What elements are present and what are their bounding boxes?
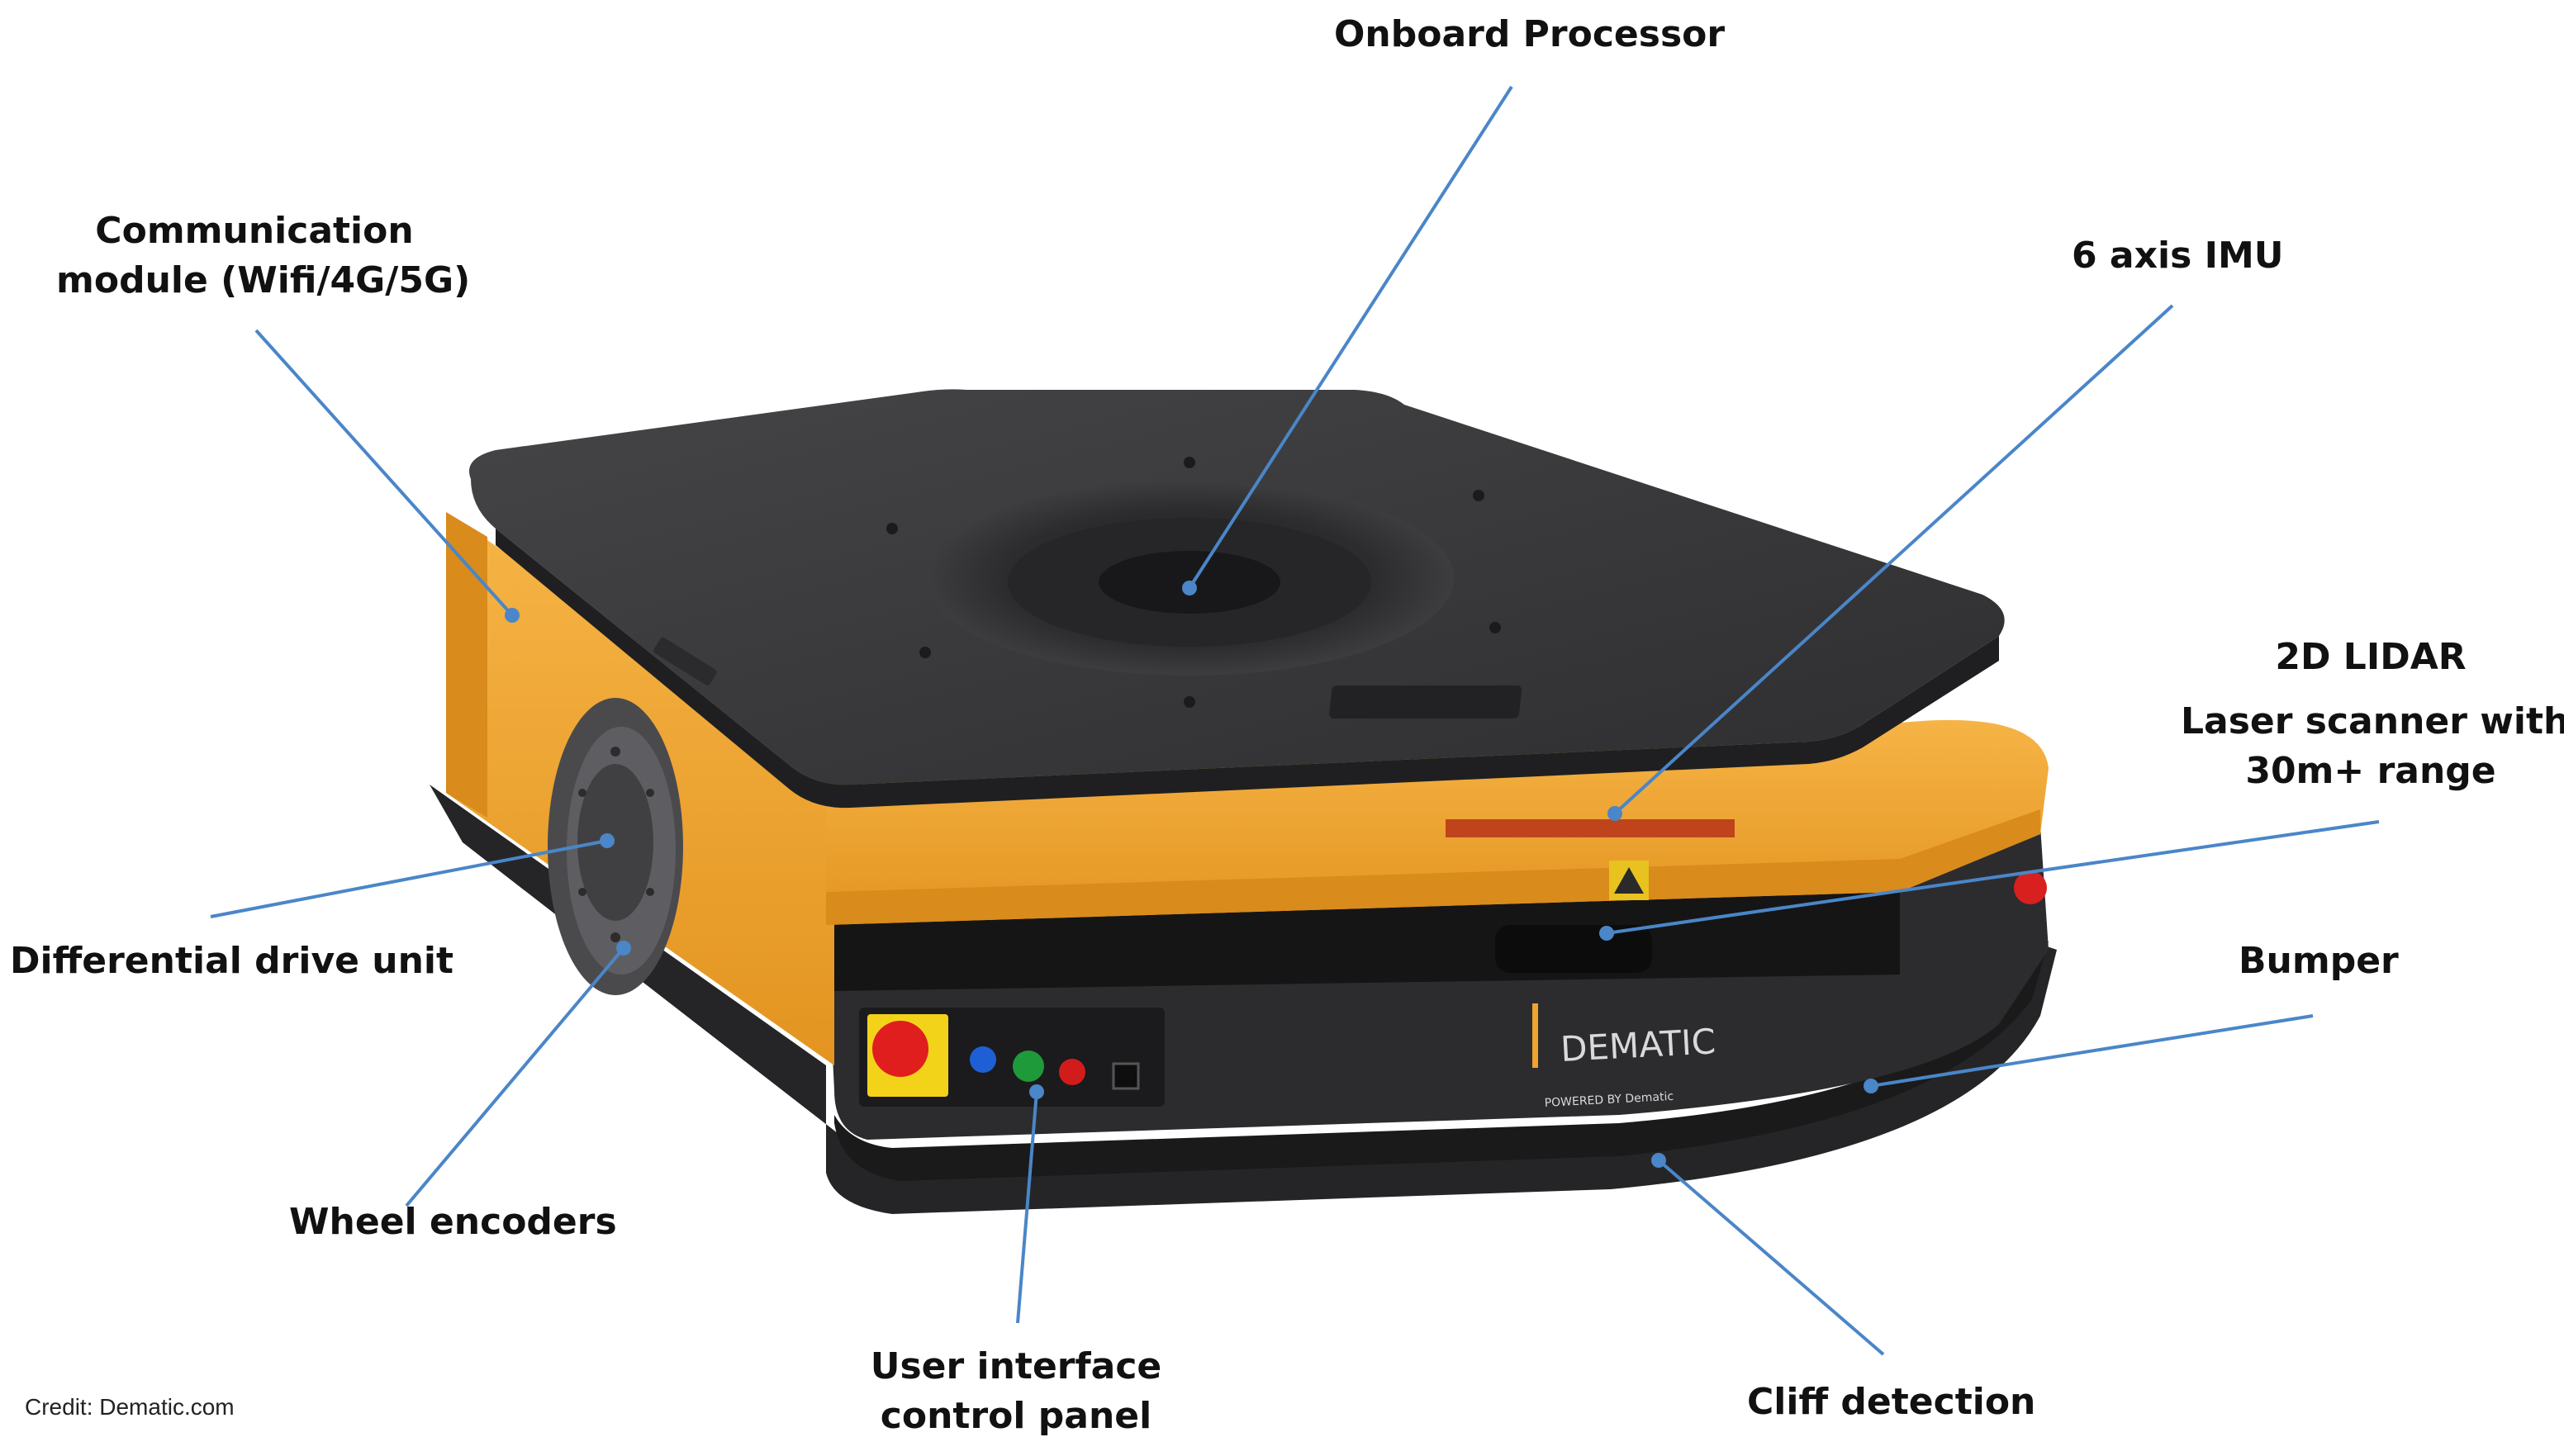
label-lidar: 2D LIDAR Laser scanner with 30m+ range [2181,636,2564,792]
ui-key-switch [1112,1062,1140,1090]
orange-side-shade [446,512,487,818]
leader-wheel-encoders [405,946,625,1207]
laser-warning-icon [1614,867,1644,894]
top-plate-bolts [886,457,1501,708]
ui-button-blue [970,1046,996,1073]
ui-button-green [1013,1051,1044,1082]
leader-lines [210,85,2380,1356]
brand-bar [1532,1003,1538,1068]
drive-wheel-bolts [578,747,654,942]
leader-bumper [1870,1014,2314,1088]
drive-wheel-hub [577,764,653,921]
label-imu: 6 axis IMU [2072,235,2284,277]
label-wheel-encoders: Wheel encoders [289,1201,617,1243]
warning-label [1446,819,1735,837]
brand-name: DEMATIC [1560,1021,1716,1069]
amr-robot: DEMATIC POWERED BY Dematic [430,389,2057,1214]
label-bumper: Bumper [2239,940,2399,982]
rear-side-slot [653,637,717,685]
leader-cliff-detection [1657,1159,1885,1356]
status-light-red [2014,871,2047,904]
ui-button-red [1059,1059,1085,1085]
top-plaque [1329,685,1522,719]
label-cliff-detection: Cliff detection [1747,1381,2036,1423]
orange-front-lip [826,809,2040,925]
estop-button [872,1021,928,1077]
leader-communication-module [254,329,514,617]
leader-onboard-processor [1188,85,1513,590]
leader-differential-drive [210,839,608,918]
label-user-interface: User interface control panel [870,1345,1162,1437]
bumper [834,941,2049,1181]
leader-lidar [1606,820,2380,935]
label-onboard-processor: Onboard Processor [1334,13,1726,55]
image-credit: Credit: Dematic.com [25,1394,235,1420]
leader-user-interface [1016,1091,1038,1324]
label-communication-module: Communication module (Wifi/4G/5G) [56,210,471,301]
leader-imu [1613,304,2174,815]
lidar-sensor [1495,925,1652,973]
label-differential-drive: Differential drive unit [10,940,454,982]
